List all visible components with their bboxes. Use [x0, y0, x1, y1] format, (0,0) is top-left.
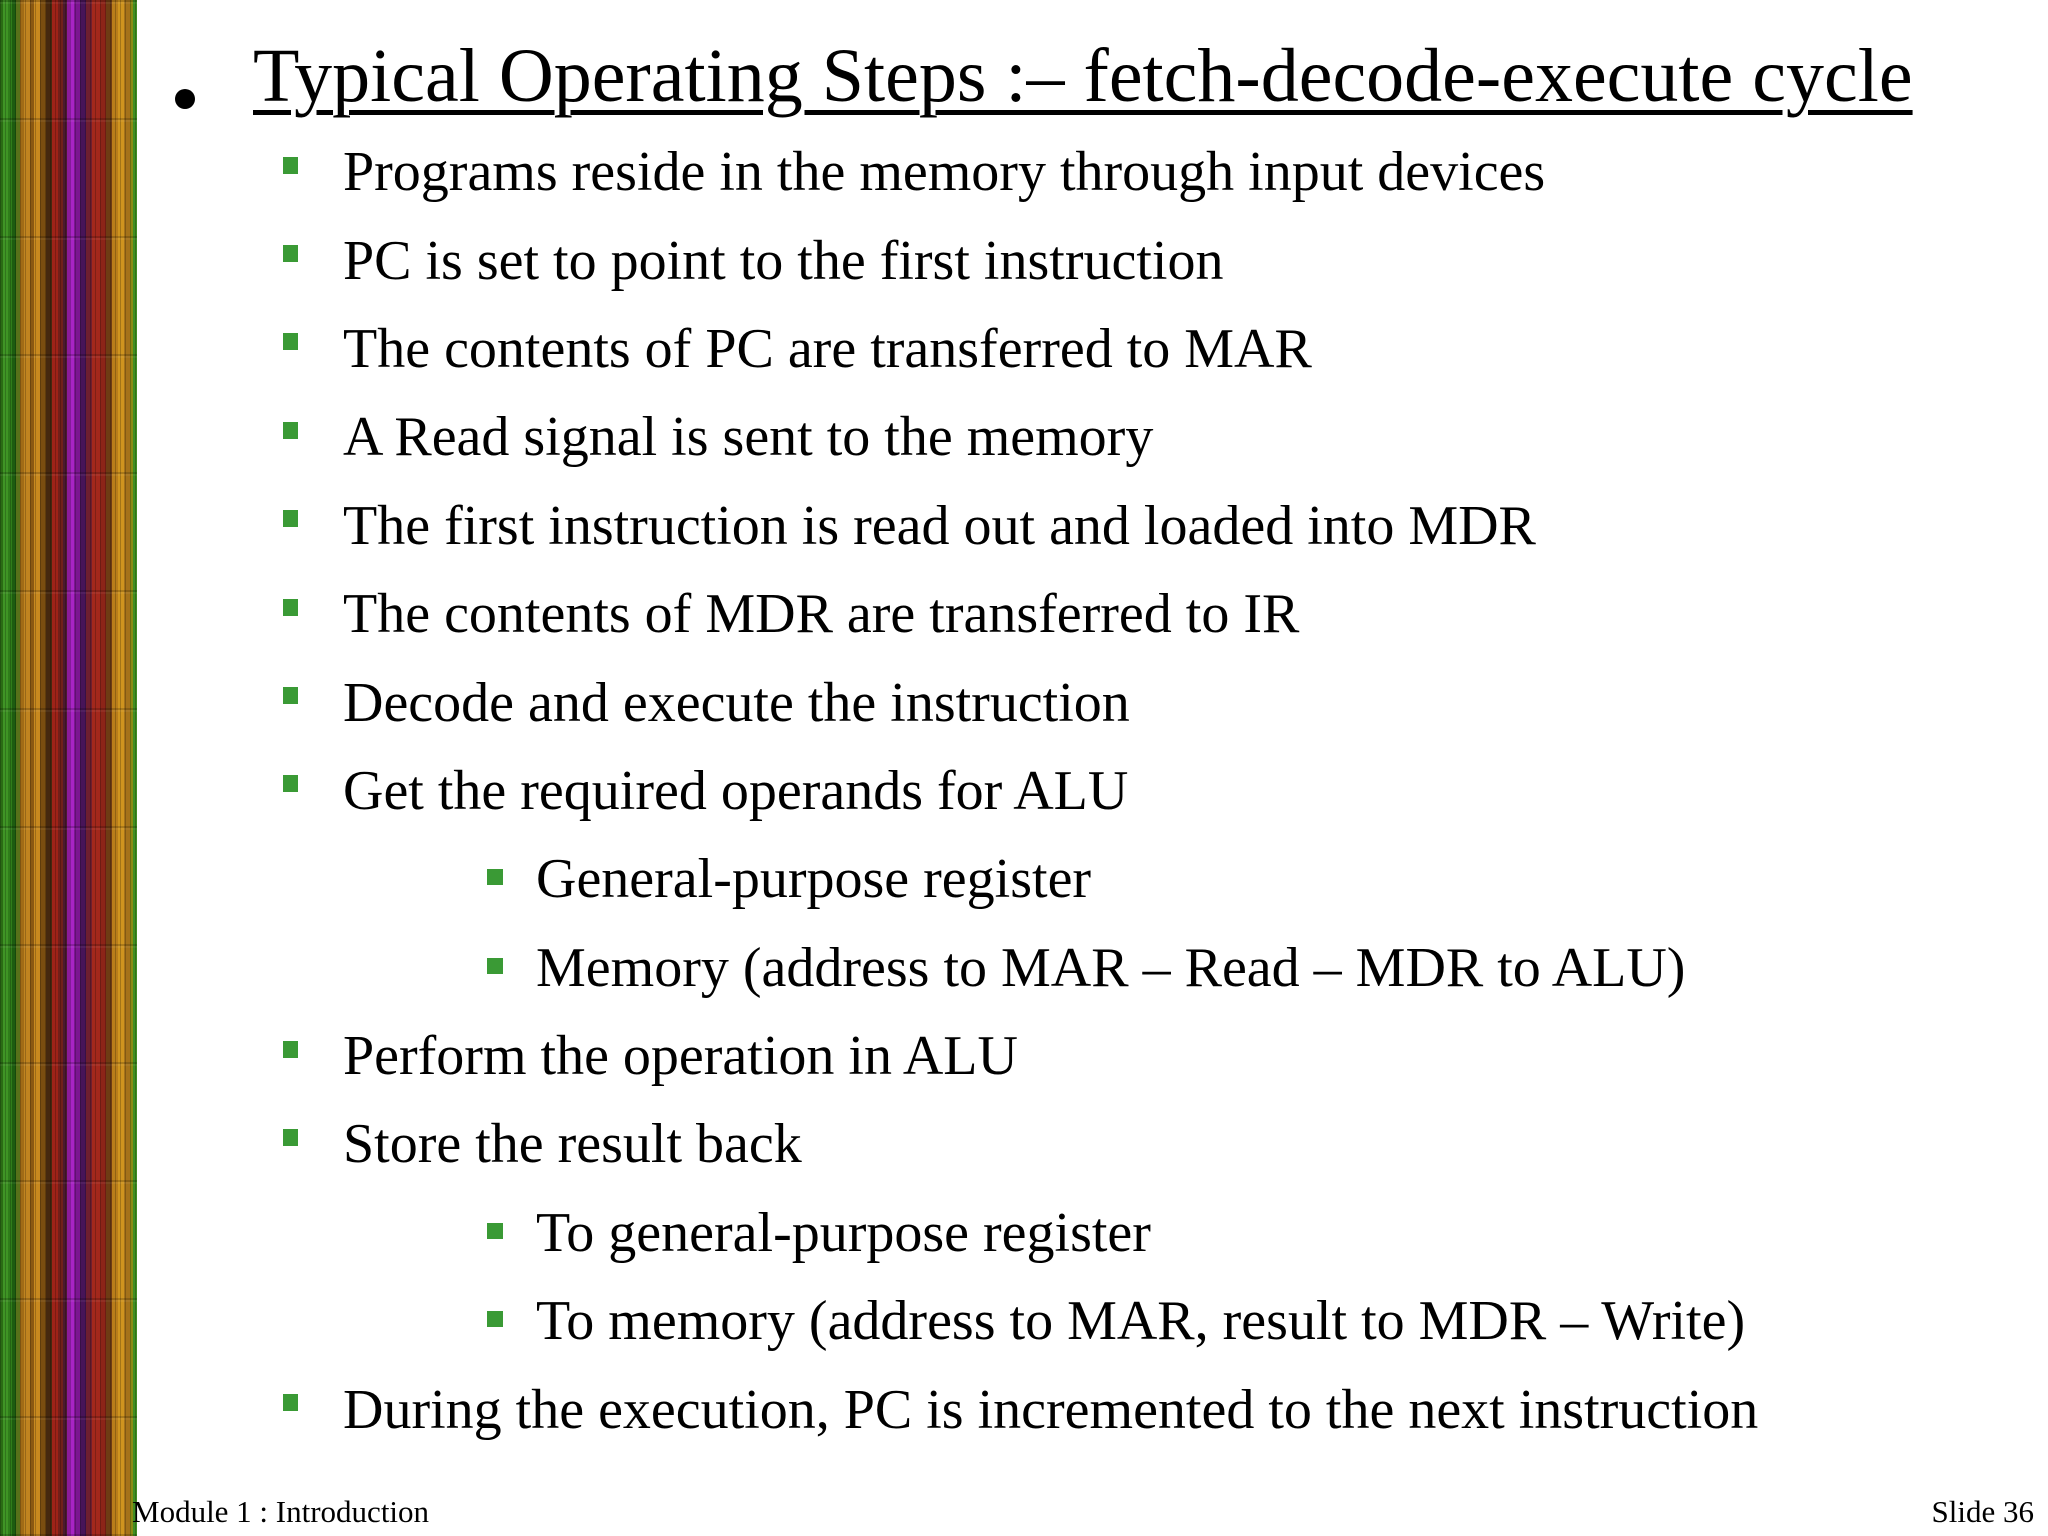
bullet-item: The contents of MDR are transferred to I… [0, 570, 2048, 658]
sub-bullet-item: To memory (address to MAR, result to MDR… [0, 1277, 2048, 1365]
bullet-item: Get the required operands for ALU [0, 747, 2048, 835]
sub-bullet-item: General-purpose register [0, 835, 2048, 923]
bullet-text: Store the result back [343, 1113, 802, 1176]
slide-title-row: Typical Operating Steps :– fetch-decode-… [0, 26, 2048, 126]
bullet-item: The first instruction is read out and lo… [0, 482, 2048, 570]
bullet-text: Decode and execute the instruction [343, 671, 1130, 734]
square-bullet-icon [487, 1222, 503, 1239]
left-stripe-decoration [0, 0, 137, 1536]
square-bullet-icon [487, 869, 503, 886]
bullet-item: The contents of PC are transferred to MA… [0, 305, 2048, 393]
bullet-text: A Read signal is sent to the memory [343, 406, 1154, 469]
sub-bullet-item: To general-purpose register [0, 1189, 2048, 1277]
bullet-item: Perform the operation in ALU [0, 1012, 2048, 1100]
sub-bullet-item: Memory (address to MAR – Read – MDR to A… [0, 924, 2048, 1012]
bullet-item: Store the result back [0, 1100, 2048, 1188]
bullet-item: During the execution, PC is incremented … [0, 1365, 2048, 1453]
square-bullet-icon [283, 245, 298, 263]
square-bullet-icon [283, 687, 298, 705]
square-bullet-icon [283, 1128, 298, 1146]
bullet-text: Perform the operation in ALU [343, 1025, 1018, 1088]
bullet-text: Get the required operands for ALU [343, 759, 1129, 822]
bullet-text: Programs reside in the memory through in… [343, 141, 1546, 204]
square-bullet-icon [487, 957, 503, 974]
bullet-text: The contents of PC are transferred to MA… [343, 317, 1312, 380]
bullet-text: To memory (address to MAR, result to MDR… [536, 1290, 1746, 1353]
footer-module-label: Module 1 : Introduction [132, 1494, 430, 1529]
bullet-list: Programs reside in the memory through in… [0, 128, 2048, 1454]
square-bullet-icon [283, 421, 298, 439]
bullet-text: Memory (address to MAR – Read – MDR to A… [536, 936, 1686, 999]
footer-slide-number: Slide 36 [1931, 1494, 2034, 1529]
square-bullet-icon [283, 598, 298, 616]
bullet-text: The contents of MDR are transferred to I… [343, 583, 1300, 646]
bullet-text: The first instruction is read out and lo… [343, 494, 1536, 557]
slide-title: Typical Operating Steps :– fetch-decode-… [253, 34, 1913, 118]
square-bullet-icon [283, 1394, 298, 1412]
bullet-text: To general-purpose register [536, 1201, 1151, 1264]
bullet-text: General-purpose register [536, 848, 1092, 911]
bullet-item: A Read signal is sent to the memory [0, 393, 2048, 481]
square-bullet-icon [487, 1311, 503, 1328]
square-bullet-icon [283, 775, 298, 793]
bullet-text: During the execution, PC is incremented … [343, 1378, 1759, 1441]
square-bullet-icon [283, 156, 298, 174]
square-bullet-icon [283, 333, 298, 351]
bullet-item: Programs reside in the memory through in… [0, 128, 2048, 216]
bullet-item: Decode and execute the instruction [0, 658, 2048, 746]
square-bullet-icon [283, 510, 298, 528]
bullet-text: PC is set to point to the first instruct… [343, 229, 1224, 292]
title-bullet-dot-icon [175, 89, 195, 109]
square-bullet-icon [283, 1040, 298, 1058]
bullet-item: PC is set to point to the first instruct… [0, 216, 2048, 304]
